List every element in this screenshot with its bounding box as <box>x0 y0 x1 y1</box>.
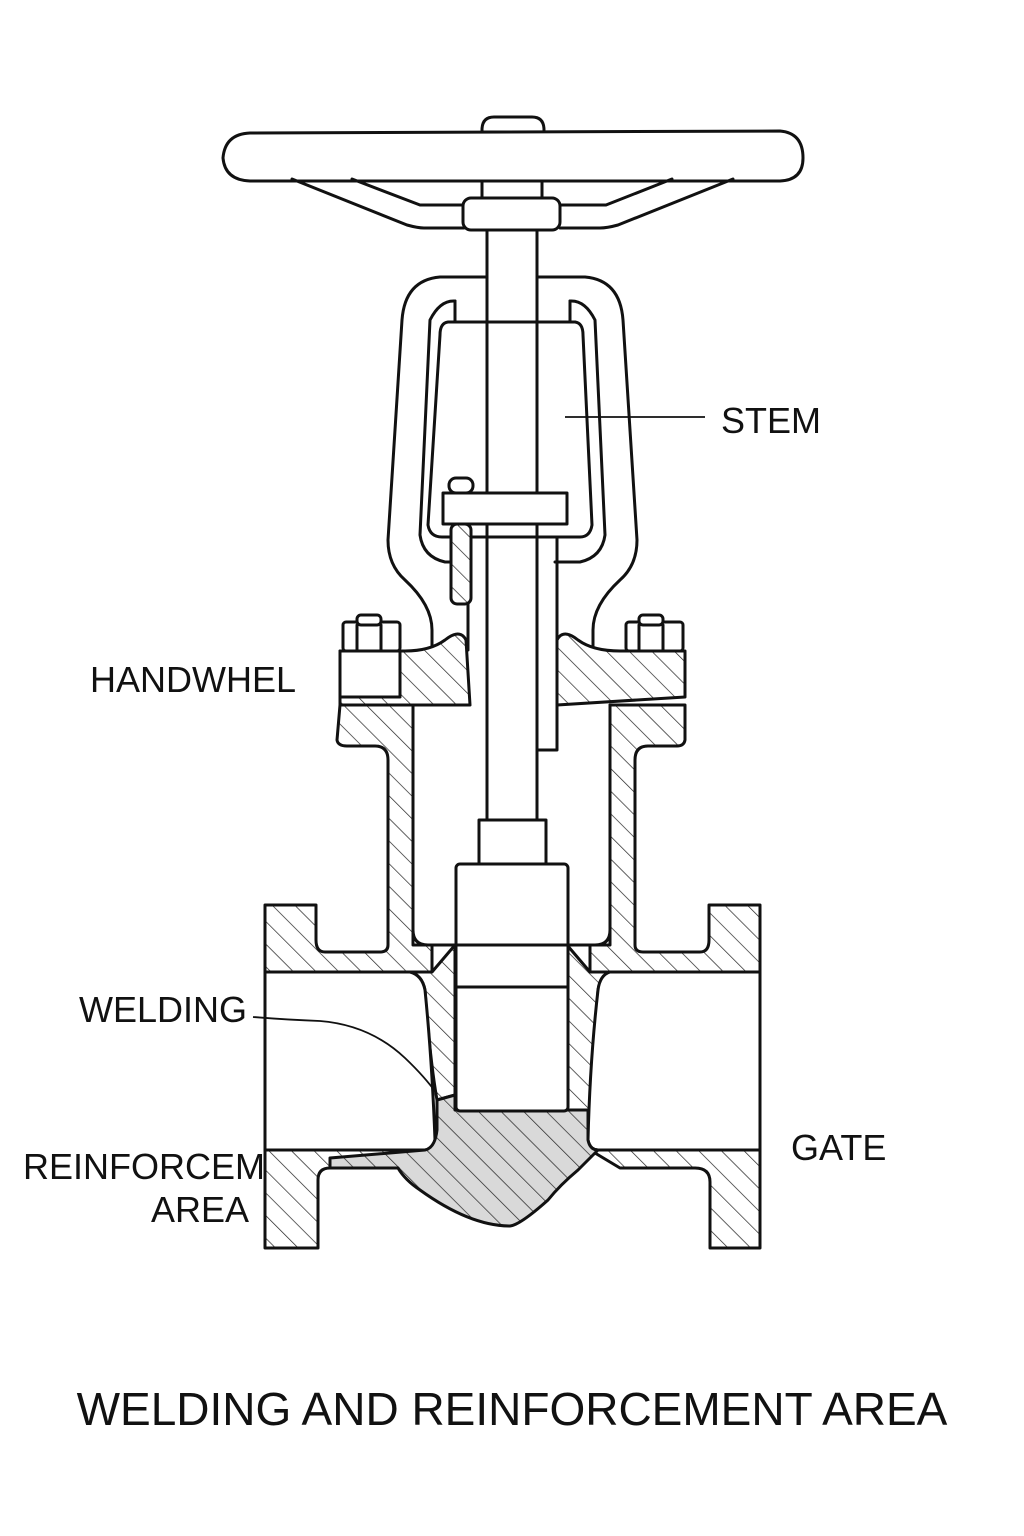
weld-reinforcement-zone <box>328 1093 600 1228</box>
reinforcement-label-line2: AREA <box>151 1189 249 1230</box>
welding-label: WELDING <box>79 989 247 1030</box>
stem <box>485 228 539 824</box>
handwheel-cap <box>480 115 546 134</box>
handwheel-spoke-left-inner <box>350 177 466 207</box>
gate <box>454 818 570 1113</box>
valve-body <box>263 943 762 1250</box>
handwheel-rim <box>221 129 805 183</box>
yoke-window <box>426 299 594 539</box>
gland-plate <box>441 491 569 526</box>
yoke <box>386 275 639 657</box>
gate-label: GATE <box>791 1127 886 1168</box>
outlet-bore <box>586 970 762 1152</box>
handwheel-spoke-left <box>290 177 466 230</box>
gland-bushing <box>535 535 559 752</box>
handwheel-hub <box>461 196 562 232</box>
gland-bolt <box>447 476 475 652</box>
bonnet-right-wall <box>588 703 762 974</box>
handwheel-label: HANDWHEL <box>90 659 296 700</box>
stem-label: STEM <box>721 400 821 441</box>
bonnet-left-wall <box>263 703 434 974</box>
flange-bolt-right <box>624 613 685 653</box>
flange-bolt-left <box>341 613 402 653</box>
inlet-bore <box>263 970 437 1152</box>
outlet-flange <box>588 1148 762 1250</box>
yoke-outer <box>386 275 489 657</box>
packing-gland <box>441 476 569 752</box>
handwheel-spoke-right-inner <box>558 177 674 207</box>
yoke-inner <box>418 299 462 564</box>
bonnet <box>263 703 762 974</box>
handwheel-spoke-right <box>558 177 735 230</box>
gate-stem-nut <box>477 818 548 866</box>
reinforcement-label-line1: REINFORCEM <box>23 1146 265 1187</box>
bonnet-flange <box>338 613 687 707</box>
handwheel <box>221 115 805 232</box>
welding-leader-line <box>252 1016 438 1095</box>
diagram-title: WELDING AND REINFORCEMENT AREA <box>77 1383 948 1435</box>
